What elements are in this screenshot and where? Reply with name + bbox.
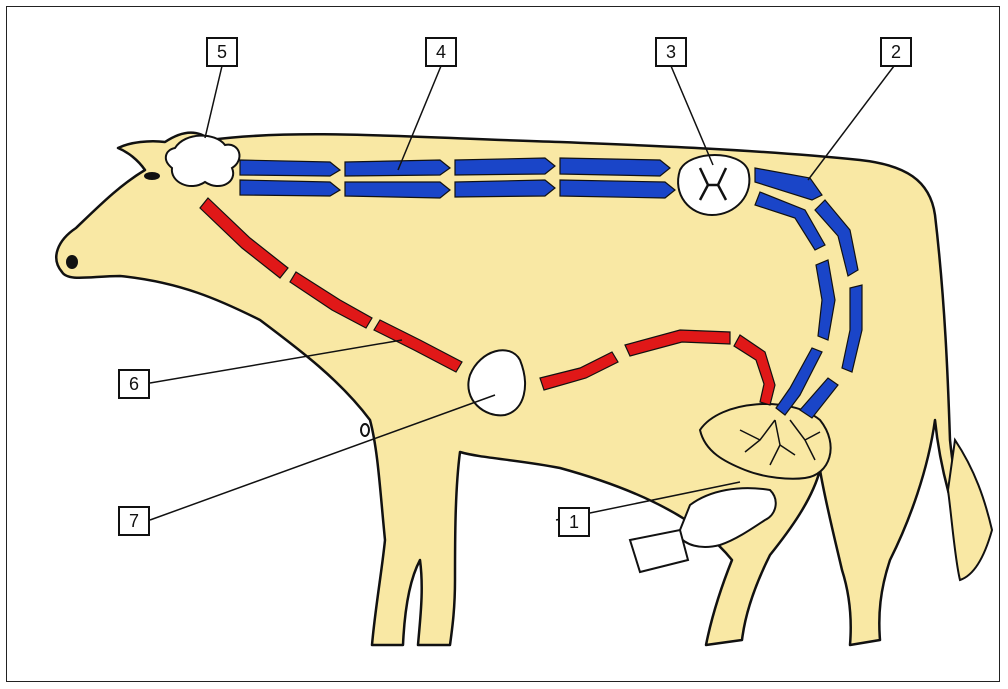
tail-tuft xyxy=(948,440,992,580)
label-1: 1 xyxy=(558,507,590,537)
label-7: 7 xyxy=(118,506,150,536)
eye xyxy=(144,172,160,180)
label-2: 2 xyxy=(880,37,912,67)
nostril xyxy=(66,255,78,269)
label-3: 3 xyxy=(655,37,687,67)
label-5: 5 xyxy=(206,37,238,67)
label-6: 6 xyxy=(118,369,150,399)
label-4: 4 xyxy=(425,37,457,67)
navel-mark xyxy=(361,424,369,436)
milker-sleeve xyxy=(630,530,688,572)
